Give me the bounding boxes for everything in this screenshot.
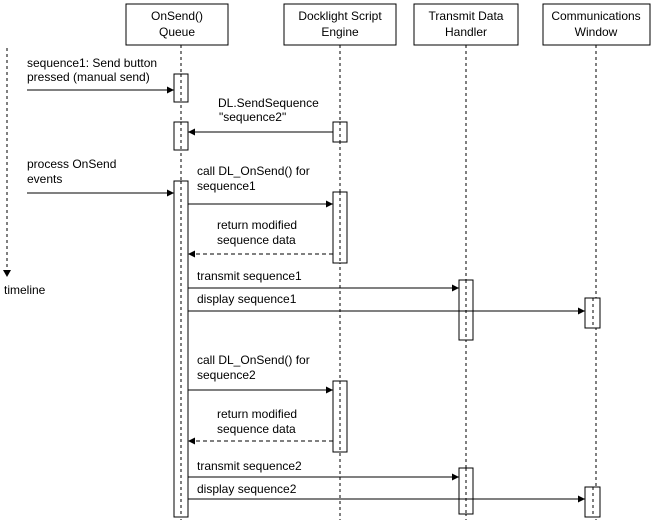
timeline-label: timeline [4,283,46,297]
message-label-call-dl-onsend-2-line2: sequence2 [197,368,256,382]
message-label-sequence1-send-button-line1: sequence1: Send button [27,56,157,70]
message-label-return-modified-2-line1: return modified [217,407,297,421]
message-label-return-modified-2-line2: sequence data [217,422,296,436]
participant-box-transmit-data-handler [413,3,519,46]
message-label-dl-sendsequence-line1: DL.SendSequence [218,96,319,110]
message-label-return-modified-1-line2: sequence data [217,233,296,247]
message-label-sequence1-send-button-line2: pressed (manual send) [27,70,150,84]
message-label-call-dl-onsend-1-line2: sequence1 [197,179,256,193]
participant-box-onsend-queue [125,3,229,46]
participant-label-communications-window-line2: Window [575,25,618,39]
message-label-return-modified-1-line1: return modified [217,218,297,232]
message-label-call-dl-onsend-2-line1: call DL_OnSend() for [197,353,310,367]
message-label-process-onsend-events-line2: events [27,172,62,186]
participant-label-communications-window-line1: Communications [551,9,640,23]
participant-label-docklight-script-engine-line2: Engine [321,25,359,39]
participant-box-docklight-script-engine [283,3,397,46]
message-label-process-onsend-events-line1: process OnSend [27,157,116,171]
participant-label-onsend-queue-line1: OnSend() [151,9,203,23]
participant-label-onsend-queue-line2: Queue [159,25,195,39]
participant-box-communications-window [542,3,651,46]
message-label-call-dl-onsend-1-line1: call DL_OnSend() for [197,164,310,178]
timeline-arrowhead [3,270,11,277]
message-label-display-sequence1: display sequence1 [197,292,297,306]
message-label-transmit-sequence1: transmit sequence1 [197,269,302,283]
message-label-dl-sendsequence-line2: "sequence2" [219,110,286,124]
participant-label-transmit-data-handler-line1: Transmit Data [429,9,504,23]
message-label-display-sequence2: display sequence2 [197,482,297,496]
participant-label-transmit-data-handler-line2: Handler [445,25,487,39]
message-label-transmit-sequence2: transmit sequence2 [197,459,302,473]
participant-label-docklight-script-engine-line1: Docklight Script [298,9,382,23]
